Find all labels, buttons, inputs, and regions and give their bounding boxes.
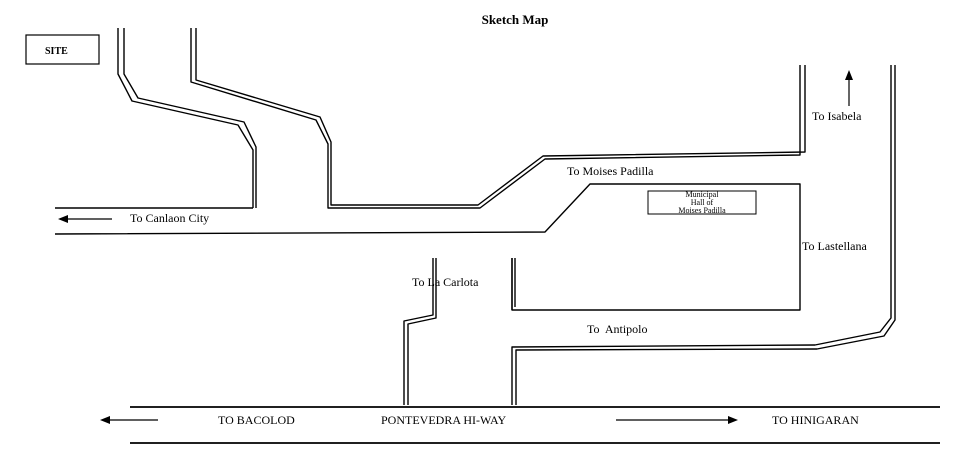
upper-road [190,28,806,209]
site-box [25,34,100,65]
canlaon-road [54,183,801,311]
site-access-road [117,28,257,208]
label-to-lastellana: To Lastellana [802,239,867,253]
label-to-isabela: To Isabela [812,109,862,123]
label-to-moises-padilla: To Moises Padilla [567,164,654,178]
municipal-hall[interactable]: Municipal Hall of Moises Padilla [647,190,757,215]
la-carlota-road [403,258,516,405]
label-pontevedra-hiway: PONTEVEDRA HI-WAY [381,413,507,427]
site-label: SITE [45,46,68,57]
label-to-bacolod: TO BACOLOD [218,413,295,427]
pontevedra-highway [130,406,940,444]
label-to-antipolo: To Antipolo [587,322,648,336]
municipal-hall-line3: Moises Padilla [678,206,726,215]
map-title: Sketch Map [482,12,549,27]
canlaon-arrow-icon [58,215,112,223]
isabela-lastellana-road [511,65,896,405]
municipal-hall-line2: Hall of [691,198,714,207]
municipal-hall-box [647,190,757,215]
label-to-canlaon-city: To Canlaon City [130,211,209,225]
hinigaran-arrow-icon [616,416,738,424]
municipal-hall-line1: Municipal [686,190,720,199]
label-to-hinigaran: TO HINIGARAN [772,413,859,427]
isabela-arrow-icon [845,70,853,106]
label-to-la-carlota: To La Carlota [412,275,479,289]
site-marker[interactable]: SITE [25,34,100,65]
bacolod-arrow-icon [100,416,158,424]
